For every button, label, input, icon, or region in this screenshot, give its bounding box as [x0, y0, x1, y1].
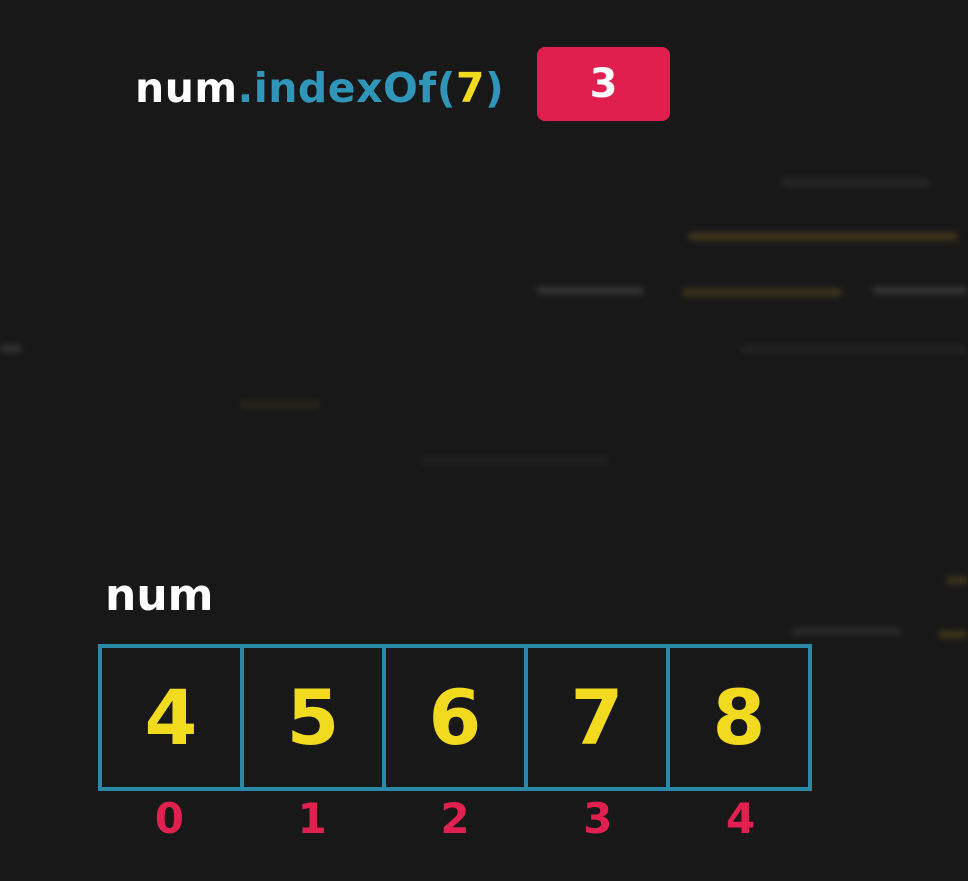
array-cell: 5 — [244, 648, 386, 787]
expression-dot: . — [237, 64, 254, 112]
expression-object: num — [135, 64, 238, 112]
array-indices: 0 1 2 3 4 — [98, 794, 812, 843]
array-cells: 4 5 6 7 8 — [98, 644, 812, 791]
array-cell: 8 — [712, 673, 766, 762]
expression-method: indexOf( — [253, 64, 456, 112]
array-cell: 7 — [528, 648, 670, 787]
array-name-label: num — [105, 570, 214, 621]
array-index: 4 — [725, 794, 756, 843]
array-index: 1 — [297, 794, 327, 843]
array-index: 0 — [154, 794, 185, 843]
expression-close-paren: ) — [485, 64, 505, 112]
array-cell: 6 — [386, 648, 528, 787]
index-of-expression: num.indexOf(7) — [135, 64, 504, 112]
expression-argument: 7 — [455, 64, 485, 112]
result-badge: 3 — [537, 47, 670, 121]
array-index: 3 — [583, 794, 613, 843]
array-cell: 4 — [102, 648, 244, 787]
array-index: 2 — [440, 794, 470, 843]
